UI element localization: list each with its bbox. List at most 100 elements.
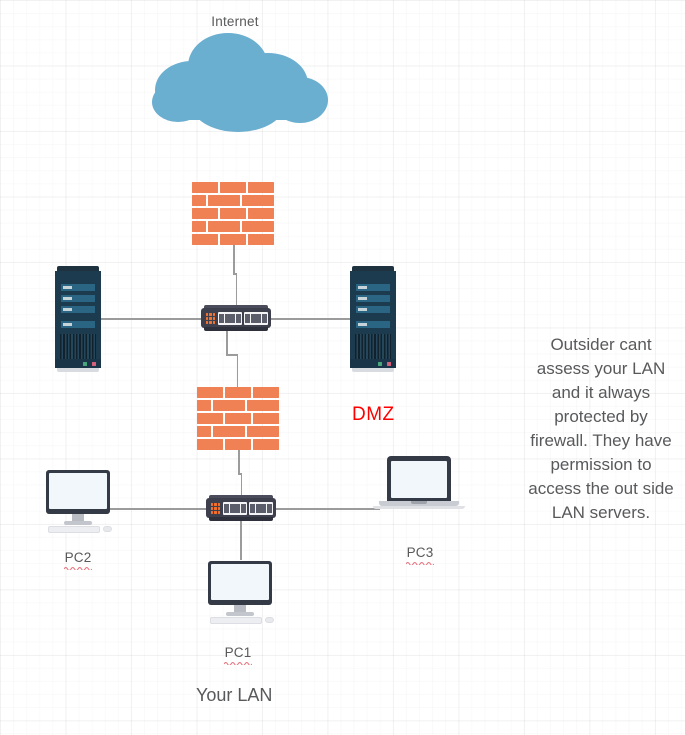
brick-row — [190, 221, 276, 232]
pc1-desktop[interactable] — [208, 561, 274, 624]
brick — [248, 234, 274, 245]
server-drive-bay — [356, 295, 390, 302]
switch-led — [209, 321, 212, 324]
brick — [192, 195, 206, 206]
switch-port — [219, 314, 221, 323]
switch-led — [214, 503, 217, 506]
switch-led — [214, 507, 217, 510]
wire-switch-dmz-to-firewall-inner-lower — [236, 354, 239, 390]
wire-firewall-inner-jog — [238, 473, 242, 475]
internet-label: Internet — [211, 14, 259, 29]
brick — [220, 182, 246, 193]
switch-port — [265, 314, 267, 323]
firewall-inner[interactable] — [195, 387, 281, 451]
switch-port — [239, 314, 241, 323]
server-vent-grill — [60, 334, 96, 360]
pc1-label: PC1 — [224, 645, 252, 660]
server-bay-indicator — [62, 322, 72, 326]
switch-port — [242, 504, 244, 513]
switch-port — [245, 314, 247, 323]
switch-port — [221, 314, 223, 323]
switch-port — [235, 314, 238, 323]
switch-lan[interactable] — [206, 495, 276, 521]
server-bay-indicator — [62, 307, 72, 311]
brick — [225, 413, 251, 424]
switch-port — [264, 504, 267, 513]
server-top-cap — [57, 266, 99, 272]
switch-port — [233, 504, 235, 513]
server-right[interactable] — [350, 266, 396, 372]
server-drive-bay — [356, 284, 390, 291]
switch-port — [252, 504, 254, 513]
server-bay-indicator — [357, 285, 367, 289]
switch-led — [212, 317, 215, 320]
switch-led — [206, 317, 209, 320]
monitor-stand-foot — [226, 612, 254, 616]
switch-port — [259, 504, 261, 513]
switch-port — [226, 314, 229, 323]
internet-cloud[interactable] — [150, 30, 330, 135]
wire-firewall-inner-to-switch-lan-upper — [238, 445, 240, 474]
switch-port — [230, 314, 232, 323]
wire-switch-dmz-to-server-right — [270, 318, 350, 320]
firewall-outer[interactable] — [190, 182, 276, 246]
server-led-green — [83, 362, 87, 366]
brick — [213, 400, 245, 411]
server-bay-indicator — [357, 322, 367, 326]
switch-led — [211, 507, 214, 510]
switch-port — [263, 314, 265, 323]
switch-port — [250, 504, 252, 513]
pc2-desktop[interactable] — [46, 470, 112, 533]
brick — [192, 234, 218, 245]
switch-port-bank — [244, 312, 268, 325]
switch-port — [244, 504, 246, 513]
laptop-base — [379, 501, 459, 506]
switch-led — [212, 321, 215, 324]
brick — [253, 387, 279, 398]
mouse-icon — [103, 526, 112, 532]
brick — [208, 195, 240, 206]
switch-port — [227, 504, 230, 513]
cloud-icon — [152, 33, 328, 132]
switch-dmz[interactable] — [201, 305, 271, 331]
brick — [197, 426, 211, 437]
wire-switch-dmz-jog — [226, 354, 238, 356]
switch-port — [254, 314, 256, 323]
lan-zone-label: Your LAN — [196, 685, 273, 705]
brick — [253, 439, 279, 450]
switch-led — [212, 313, 215, 316]
server-bay-indicator — [357, 296, 367, 300]
server-bay-indicator — [357, 307, 367, 311]
switch-led — [209, 313, 212, 316]
switch-port-bank — [218, 312, 242, 325]
monitor-stand-foot — [64, 521, 92, 525]
brick — [247, 426, 279, 437]
brick — [213, 426, 245, 437]
pc2-label: PC2 — [64, 550, 92, 565]
switch-port — [252, 314, 255, 323]
switch-led-array — [211, 503, 220, 514]
brick — [192, 208, 218, 219]
switch-port — [270, 504, 272, 513]
switch-led-array — [206, 313, 215, 324]
brick-row — [190, 182, 276, 193]
pc3-laptop[interactable] — [373, 456, 465, 512]
monitor-screen — [211, 564, 269, 600]
server-foot — [57, 368, 99, 372]
server-foot — [352, 368, 394, 372]
switch-led — [206, 313, 209, 316]
switch-port — [253, 504, 256, 513]
switch-port — [233, 314, 236, 323]
brick — [192, 182, 218, 193]
server-left[interactable] — [55, 266, 101, 372]
wire-switch-dmz-to-server-left — [100, 318, 204, 320]
switch-port — [238, 504, 241, 513]
brick — [225, 439, 251, 450]
brick — [197, 387, 223, 398]
server-bay-indicator — [62, 296, 72, 300]
switch-led — [211, 511, 214, 514]
brick — [242, 221, 274, 232]
switch-led — [217, 503, 220, 506]
switch-port — [235, 504, 237, 513]
